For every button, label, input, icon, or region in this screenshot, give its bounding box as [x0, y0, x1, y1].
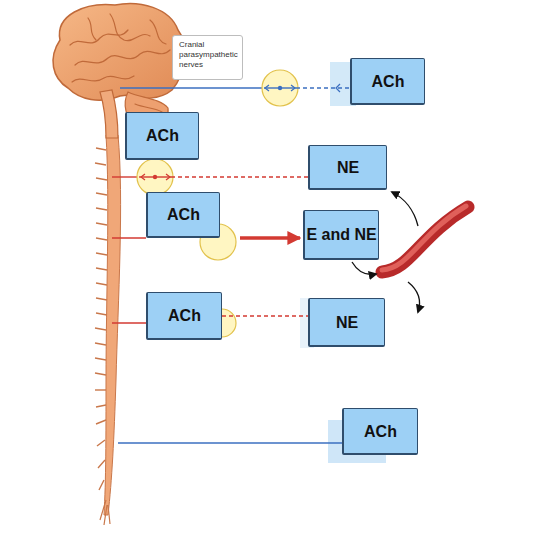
nerve-root: [96, 268, 107, 270]
nerve-root: [96, 420, 106, 424]
gyrus: [70, 30, 128, 45]
neurotransmitter-box: ACh: [146, 192, 220, 238]
postganglionic-fiber: [171, 176, 308, 177]
ganglion: [137, 159, 173, 195]
preganglionic-fiber: [120, 87, 264, 88]
neurotransmitter-box: ACh: [350, 58, 425, 105]
spinal-cord: [104, 135, 121, 515]
nerve-root: [95, 163, 106, 165]
synapse-dot: [278, 86, 282, 90]
synapse-symbol: [141, 174, 170, 180]
cerebrum: [53, 4, 185, 101]
gyrus: [88, 18, 96, 40]
nerve-root: [95, 373, 106, 375]
postganglionic-fiber: [296, 87, 350, 88]
neurotransmitter-box: ACh: [146, 292, 222, 340]
node-label: NE: [337, 158, 359, 177]
synapse-symbol: [336, 84, 340, 92]
node-label: ACh: [372, 72, 405, 91]
preganglionic-fiber: [112, 176, 139, 177]
hormone-box: E and NE: [303, 210, 379, 260]
node-label: Cranial parasympathetic nerves: [179, 40, 238, 70]
gyrus: [75, 50, 170, 65]
neurotransmitter-box: ACh: [342, 408, 418, 455]
nerve-root: [96, 283, 107, 285]
nerve-root: [97, 440, 105, 446]
node-label: ACh: [168, 306, 201, 325]
nerve-root: [96, 178, 107, 180]
node-label: ACh: [167, 205, 200, 224]
callout-box: Cranial parasympathetic nerves: [172, 35, 243, 80]
spinal-nerve-roots: [95, 148, 107, 490]
node-label: NE: [336, 313, 358, 332]
nerve-root: [96, 298, 107, 300]
nerve-root: [95, 358, 106, 360]
nerve-root: [96, 313, 107, 315]
nerve-root: [95, 328, 106, 330]
nerve-root: [95, 389, 106, 390]
nerve-root: [96, 253, 107, 255]
nerve-root: [96, 193, 107, 195]
ganglion: [262, 70, 298, 106]
neurotransmitter-box: ACh: [125, 112, 199, 160]
nerve-root: [96, 208, 107, 210]
curved-arrow: [408, 282, 420, 312]
preganglionic-fiber: [112, 322, 146, 323]
neurotransmitter-box: NE: [308, 298, 385, 347]
brainstem: [100, 90, 118, 138]
blood-vessel-highlight: [382, 206, 466, 270]
gyrus: [150, 20, 166, 44]
brain-gyri: [70, 14, 170, 118]
nerve-root: [96, 223, 107, 225]
node-label: ACh: [146, 126, 179, 145]
neurotransmitter-box: NE: [308, 145, 387, 190]
gyrus: [135, 104, 162, 112]
curved-arrow: [392, 192, 418, 226]
nerve-root: [96, 238, 107, 240]
postganglionic-fiber: [222, 315, 308, 316]
nerve-root: [96, 148, 106, 150]
curved-arrow: [352, 262, 376, 275]
synapse-symbol: [265, 85, 295, 91]
nerve-root: [96, 405, 106, 407]
gyrus: [72, 76, 134, 82]
gyrus: [110, 14, 150, 41]
node-label: ACh: [364, 422, 397, 441]
node-label: E and NE: [306, 225, 376, 244]
hormone-release-arrow: [240, 236, 300, 240]
somatic-fiber: [118, 442, 342, 443]
preganglionic-fiber: [112, 237, 146, 238]
nerve-root: [95, 343, 106, 345]
cauda-equina: [100, 500, 110, 525]
synapse-dot: [153, 175, 157, 179]
blood-vessel: [382, 207, 468, 272]
nerve-root: [99, 480, 104, 490]
nerve-root: [98, 460, 105, 468]
